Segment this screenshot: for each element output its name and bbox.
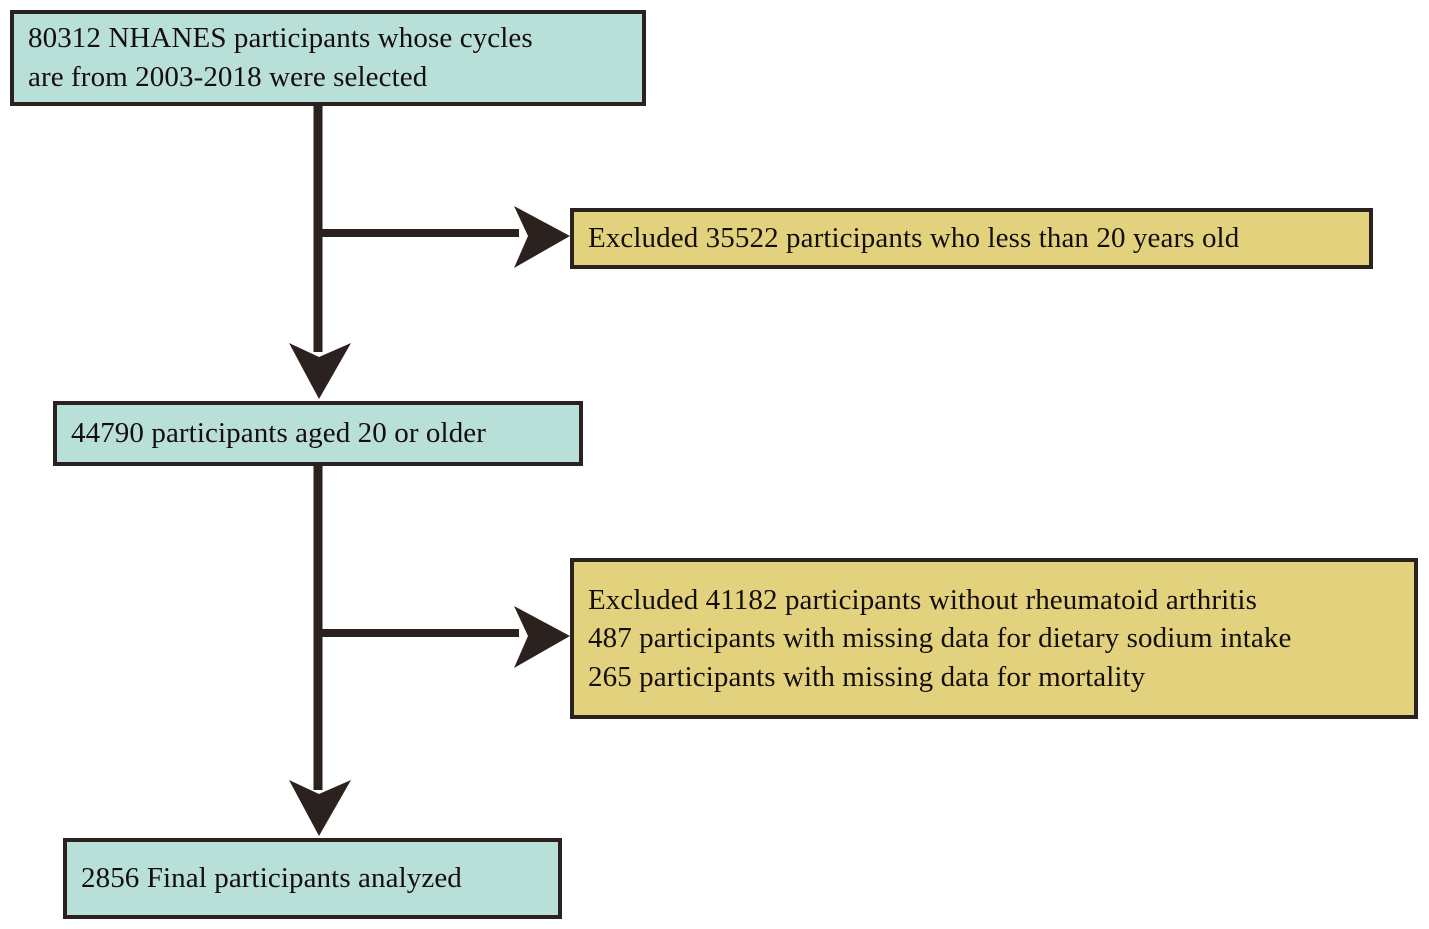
node-exclusion-age-line-1: Excluded 35522 participants who less tha… [588, 222, 1240, 255]
node-exclusion-2-line-1: Excluded 41182 participants without rheu… [588, 583, 1257, 616]
node-exclusion-2-line-3: 265 participants with missing data for m… [588, 660, 1146, 693]
node-exclusion-2-line-2: 487 participants with missing data for d… [588, 622, 1292, 655]
arrowhead-right-exclusion-1 [514, 206, 570, 268]
arrowhead-down-adults [289, 343, 351, 399]
node-adults-retained: 44790 participants aged 20 or older [53, 401, 583, 466]
node-source-population: 80312 NHANES participants whose cycles a… [10, 10, 646, 106]
arrowhead-right-exclusion-2 [514, 606, 570, 668]
node-adults-line-1: 44790 participants aged 20 or older [71, 417, 487, 450]
node-final-line-1: 2856 Final participants analyzed [81, 862, 462, 895]
node-final-analytic-sample: 2856 Final participants analyzed [63, 838, 562, 919]
node-source-line-1: 80312 NHANES participants whose cycles [28, 22, 533, 55]
node-source-line-2: are from 2003-2018 were selected [28, 61, 428, 93]
arrowhead-down-final [289, 780, 351, 836]
node-exclusion-age: Excluded 35522 participants who less tha… [570, 208, 1373, 269]
node-exclusion-ra-and-missing: Excluded 41182 participants without rheu… [570, 558, 1418, 719]
